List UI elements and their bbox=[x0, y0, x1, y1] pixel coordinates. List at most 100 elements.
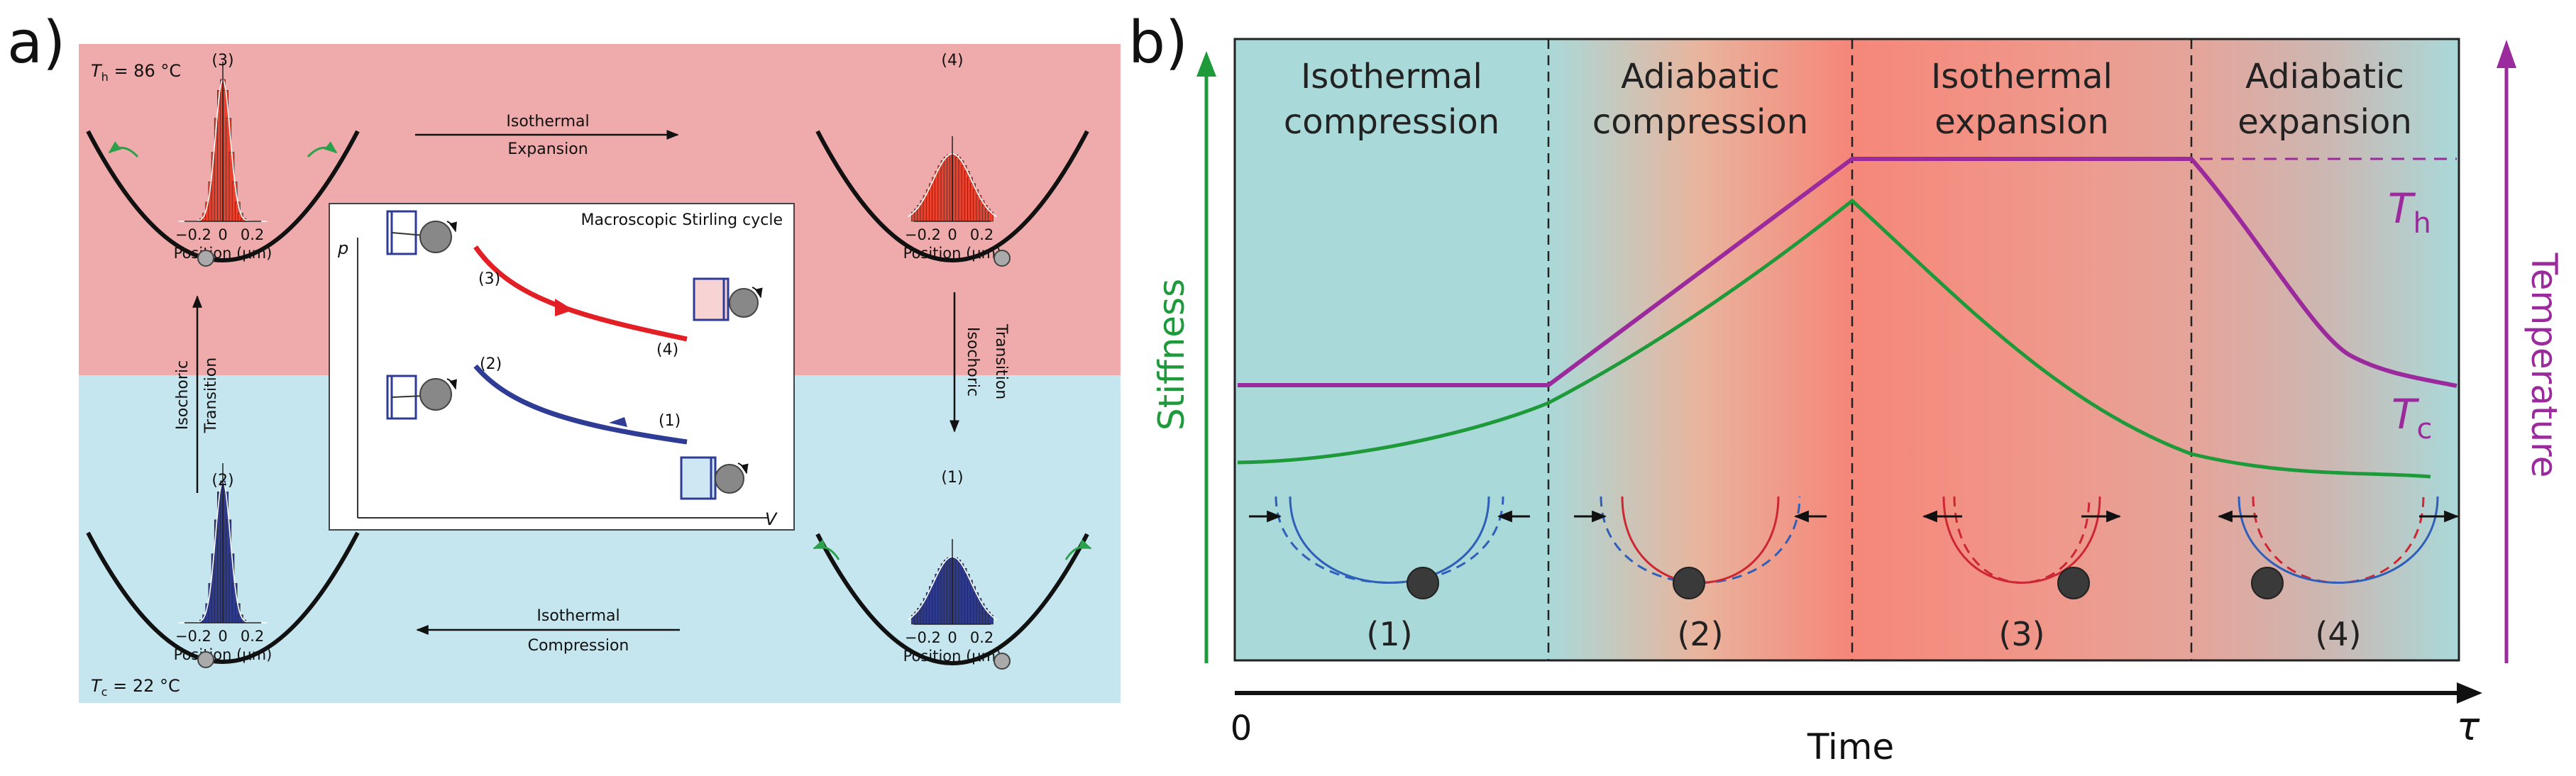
temperature-curve bbox=[1238, 157, 2457, 388]
temperature-axis-arrowhead bbox=[2497, 40, 2516, 68]
trapped-particle bbox=[1673, 567, 1705, 599]
trapped-particle bbox=[2251, 567, 2284, 599]
tick-label: 0 bbox=[947, 629, 957, 646]
stiffness-arrow-right bbox=[1064, 539, 1092, 560]
arrow-top-line1: Isothermal bbox=[506, 113, 589, 131]
time-tau-label: τ bbox=[2457, 704, 2480, 749]
inset-v-label: V bbox=[765, 509, 778, 529]
stage-2-title-a: Adiabatic bbox=[1621, 57, 1780, 96]
arrow-left-line1: Isochoric bbox=[174, 360, 192, 430]
stage-titles: Isothermal compression Adiabatic compres… bbox=[1284, 57, 2412, 142]
stage-number-2: (2) bbox=[1677, 615, 1723, 653]
stiffness-arrow-left bbox=[108, 141, 139, 158]
inset-state-4: (4) bbox=[656, 341, 678, 359]
stage-2-title-b: compression bbox=[1592, 102, 1808, 142]
stiffness-arrow-right bbox=[307, 141, 338, 158]
time-axis-label: Time bbox=[1807, 726, 1894, 767]
inset-state-2: (2) bbox=[480, 355, 502, 373]
panel-a-label: a) bbox=[7, 9, 65, 77]
state-label: (4) bbox=[941, 52, 963, 70]
stiffness-curve bbox=[1237, 198, 2431, 479]
stage-1-title-a: Isothermal bbox=[1301, 57, 1482, 96]
tick-label: 0 bbox=[218, 226, 227, 243]
arrow-top-line2: Expansion bbox=[507, 140, 588, 158]
tick-label: −0.2 bbox=[905, 226, 941, 243]
trap-diagram-1 bbox=[1249, 496, 1530, 599]
state-label: (2) bbox=[211, 472, 233, 489]
expansion-transition-arrow: Isothermal Expansion bbox=[415, 113, 679, 158]
stirling-cycle-inset: Macroscopic Stirling cycle p V (3) (2) (… bbox=[329, 203, 795, 531]
particle bbox=[197, 651, 214, 668]
potential-well-curve bbox=[815, 533, 1089, 665]
particle bbox=[993, 653, 1011, 670]
hot-temperature-label: Th = 86 °C bbox=[91, 61, 181, 84]
piston-icon-3 bbox=[386, 210, 457, 255]
particle bbox=[993, 250, 1011, 267]
arrow-bottom-line2: Compression bbox=[528, 637, 629, 655]
state-label: (3) bbox=[211, 52, 233, 70]
tick-label: 0.2 bbox=[241, 628, 264, 645]
inset-state-3: (3) bbox=[478, 270, 500, 288]
tick-label: 0 bbox=[218, 628, 227, 645]
tick-label: 0 bbox=[947, 226, 957, 243]
arrow-right-line2: Transition bbox=[992, 323, 1010, 399]
tick-label: −0.2 bbox=[175, 628, 211, 645]
tick-label: 0.2 bbox=[241, 226, 264, 243]
arrow-bottom-line1: Isothermal bbox=[536, 607, 620, 625]
compression-transition-arrow: Isothermal Compression bbox=[416, 607, 680, 655]
panel-b-label: b) bbox=[1128, 9, 1188, 77]
stiffness-axis-label: Stiffness bbox=[1151, 279, 1192, 431]
trap-current-potential bbox=[2238, 496, 2439, 584]
stage-3-title-b: expansion bbox=[1934, 102, 2109, 142]
tick-label: −0.2 bbox=[175, 226, 211, 243]
panel-b: b) Isothermal compression Adiabatic comp… bbox=[1128, 9, 2565, 767]
inset-state-1: (1) bbox=[659, 412, 681, 430]
potential-well-curve bbox=[86, 130, 360, 262]
trap-diagram-2 bbox=[1574, 496, 1827, 599]
cooling-transition-arrow: Isochoric Transition bbox=[950, 292, 1010, 433]
potential-well-curve bbox=[815, 130, 1089, 262]
cycle-frame bbox=[1233, 38, 2460, 662]
trap-diagrams bbox=[1249, 496, 2460, 599]
inset-title: Macroscopic Stirling cycle bbox=[581, 211, 783, 229]
stiffness-arrow-left bbox=[813, 539, 840, 560]
arrow-right-line1: Isochoric bbox=[964, 327, 981, 397]
time-zero-label: 0 bbox=[1231, 709, 1253, 748]
cycle-cold-isotherm bbox=[473, 364, 688, 445]
stage-3-title-a: Isothermal bbox=[1931, 57, 2113, 96]
trap-current-potential bbox=[1942, 496, 2101, 584]
stage-1-title-b: compression bbox=[1284, 102, 1499, 142]
tick-label: 0.2 bbox=[970, 226, 993, 243]
cycle-background bbox=[1235, 39, 2459, 660]
potential-well-curve bbox=[86, 531, 360, 664]
piston-icon-1 bbox=[680, 456, 749, 500]
stage-number-1: (1) bbox=[1366, 615, 1412, 653]
arrow-left-line2: Transition bbox=[202, 357, 220, 433]
trap-diagram-4 bbox=[2217, 496, 2460, 599]
state-label: (1) bbox=[941, 469, 963, 487]
cycle-arrowhead-hot bbox=[555, 299, 573, 316]
piston-icon-2 bbox=[386, 375, 457, 420]
stage-4-title-b: expansion bbox=[2238, 102, 2412, 142]
cold-temperature-label: Tc = 22 °C bbox=[91, 676, 180, 699]
stiffness-axis-arrowhead bbox=[1196, 51, 1216, 77]
trapped-particle bbox=[1407, 567, 1439, 599]
heating-transition-arrow: Isochoric Transition bbox=[174, 295, 220, 493]
trap-diagram-3 bbox=[1922, 496, 2122, 599]
stage-number-3: (3) bbox=[1998, 615, 2044, 653]
particle bbox=[197, 250, 214, 267]
tick-label: 0.2 bbox=[970, 629, 993, 646]
tc-label: Tc bbox=[2391, 390, 2432, 445]
tick-label: −0.2 bbox=[905, 629, 941, 646]
temperature-axis-label: Temperature bbox=[2523, 253, 2565, 478]
piston-icon-4 bbox=[693, 277, 763, 321]
cycle-arrowhead-cold bbox=[609, 417, 627, 427]
time-axis-arrowhead bbox=[2457, 682, 2482, 704]
stage-4-title-a: Adiabatic bbox=[2245, 57, 2404, 96]
